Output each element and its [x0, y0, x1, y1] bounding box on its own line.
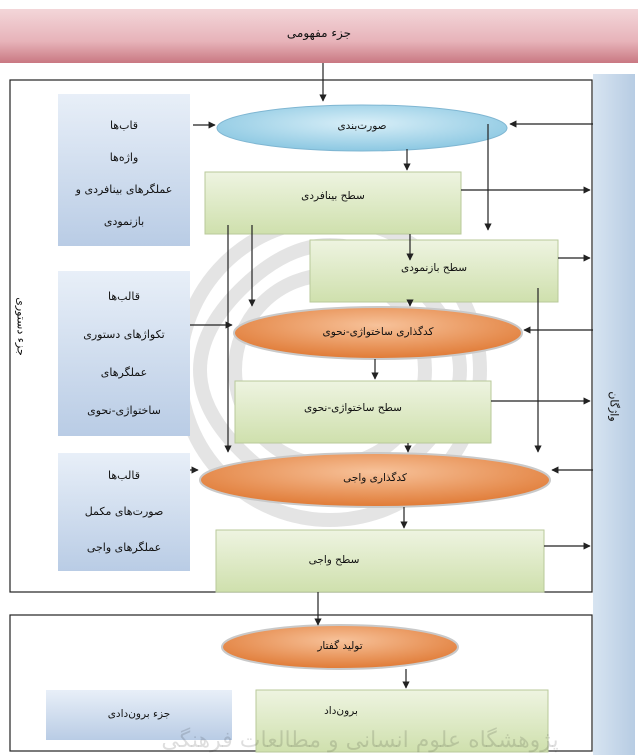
lexicon-label: واژگان	[607, 391, 621, 422]
phonological-encoding-ellipse	[199, 452, 551, 508]
left-box-2-line: ساختواژی-نحوی	[87, 404, 161, 417]
morphosyntactic-encoding-label: کدگذاری ساختواژی-نحوی	[322, 326, 434, 338]
conceptual-component-band	[0, 9, 638, 63]
left-box-1-line: واژه‌ها	[109, 151, 139, 164]
morphosyntactic-encoding-ellipse	[233, 306, 523, 360]
representational-level-label: سطح بازنمودی	[400, 262, 468, 274]
left-box-3-line: صورت‌های مکمل	[84, 505, 164, 518]
left-box-1-line: قاب‌ها	[109, 119, 139, 132]
output-component-label: جزء برون‌دادی	[107, 708, 171, 720]
representational-level-box	[309, 239, 559, 303]
watermark-text: پژوهشگاه علوم انسانی و مطالعات فرهنگی	[161, 728, 559, 753]
phonological-level-box	[215, 529, 545, 593]
conceptual-component-label: جزء مفهومی	[286, 26, 352, 40]
output-label: برون‌داد	[324, 705, 358, 717]
left-box-2-text: قالب‌ها تکواژهای دستوری عملگرهای ساختواژ…	[58, 278, 190, 430]
lexicon-contextual-bar	[593, 74, 635, 755]
left-box-2-line: عملگرهای	[100, 366, 148, 379]
flow-arrows	[190, 63, 593, 689]
interpersonal-level-box	[204, 171, 462, 235]
left-box-2	[58, 271, 190, 436]
left-box-1-line: بازنمودی	[103, 215, 145, 228]
phonological-encoding-label: کدگذاری واجی	[343, 472, 407, 484]
morphosyntactic-level-label: سطح ساختواژی-نحوی	[304, 402, 402, 414]
articulation-ellipse	[221, 624, 459, 670]
left-box-3-text: قالب‌ها صورت‌های مکمل عملگرهای واجی	[58, 458, 190, 566]
left-box-1-line: عملگرهای بینافردی و	[75, 183, 173, 196]
grammatical-component-label: جزء دستوری	[14, 297, 28, 356]
output-component-box	[46, 690, 232, 740]
left-box-3-line: قالب‌ها	[108, 469, 140, 482]
output-box	[255, 689, 549, 753]
morphosyntactic-level-box	[234, 380, 492, 444]
left-box-2-line: تکواژهای دستوری	[83, 328, 165, 341]
phonological-level-label: سطح واجی	[308, 554, 360, 566]
left-box-3-line: عملگرهای واجی	[86, 541, 162, 554]
formulation-label: صورت‌بندی	[337, 120, 387, 132]
left-box-2-line: قالب‌ها	[108, 290, 140, 303]
left-box-3	[58, 453, 190, 571]
left-box-1	[58, 94, 190, 246]
left-box-1-text: قاب‌ها واژه‌ها عملگرهای بینافردی و بازنم…	[58, 110, 190, 238]
articulation-label: تولید گفتار	[317, 640, 363, 652]
formulation-ellipse	[216, 104, 508, 152]
interpersonal-level-label: سطح بینافردی	[301, 190, 365, 202]
